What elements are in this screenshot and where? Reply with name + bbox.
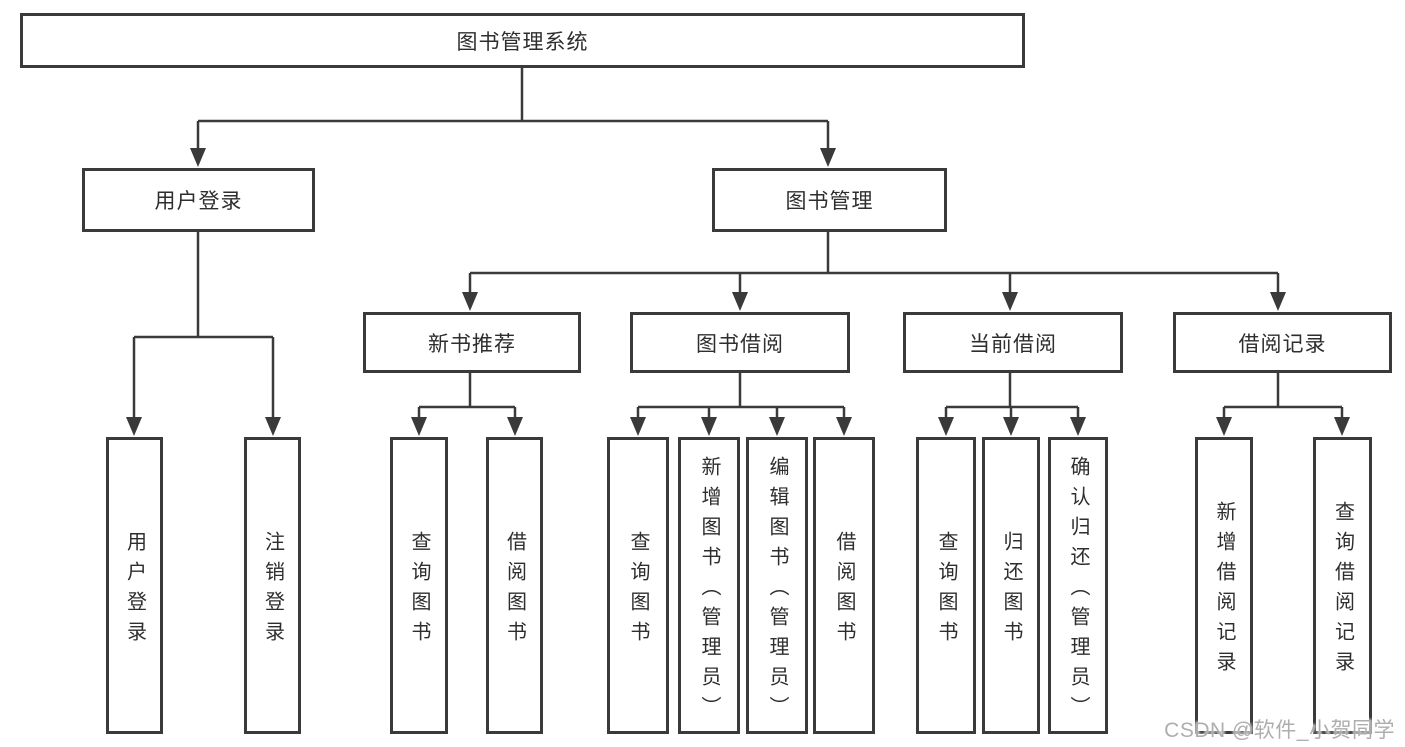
node-new-book-recommendation: 新书推荐	[363, 312, 581, 373]
leaf-label: 用户登录	[123, 530, 146, 651]
node-label: 借阅记录	[1238, 332, 1327, 356]
leaf-label: 查询图书	[408, 530, 430, 651]
node-user-login: 用户登录	[82, 168, 315, 232]
leaf-add-books-admin: 新增图书（管理员）	[678, 437, 740, 734]
leaf-query-borrow-record: 查询借阅记录	[1313, 437, 1372, 734]
leaf-label: 查询借阅记录	[1331, 500, 1354, 681]
node-label: 新书推荐	[428, 332, 516, 356]
leaf-edit-books-admin: 编辑图书（管理员）	[746, 437, 808, 734]
leaf-logout: 注销登录	[244, 437, 301, 734]
leaf-label: 归还图书	[1000, 530, 1022, 651]
leaf-add-borrow-record: 新增借阅记录	[1195, 437, 1253, 734]
node-label: 用户登录	[154, 190, 243, 213]
node-label: 当前借阅	[969, 332, 1057, 356]
leaf-query-books-3: 查询图书	[916, 437, 976, 734]
leaf-query-books-2: 查询图书	[607, 437, 669, 734]
node-label: 图书管理系统	[456, 30, 589, 54]
leaf-label: 查询图书	[935, 530, 957, 651]
node-label: 图书管理	[785, 190, 874, 213]
node-label: 图书借阅	[696, 332, 784, 356]
leaf-borrow-books-1: 借阅图书	[486, 437, 543, 734]
leaf-return-books: 归还图书	[982, 437, 1040, 734]
leaf-confirm-return-admin: 确认归还（管理员）	[1048, 437, 1108, 734]
node-book-management: 图书管理	[712, 168, 947, 232]
node-borrowing-records: 借阅记录	[1173, 312, 1392, 373]
leaf-label: 借阅图书	[503, 530, 526, 651]
leaf-label: 注销登录	[261, 530, 284, 651]
leaf-query-books-1: 查询图书	[390, 437, 448, 734]
leaf-label: 编辑图书（管理员）	[766, 455, 788, 726]
leaf-borrow-books-2: 借阅图书	[813, 437, 875, 734]
leaf-label: 借阅图书	[833, 530, 855, 651]
node-current-borrowing: 当前借阅	[903, 312, 1123, 373]
leaf-label: 确认归还（管理员）	[1067, 455, 1089, 726]
node-library-management-system: 图书管理系统	[20, 13, 1025, 68]
leaf-label: 新增图书（管理员）	[698, 455, 720, 726]
leaf-label: 新增借阅记录	[1213, 500, 1235, 681]
leaf-user-login: 用户登录	[106, 437, 163, 734]
node-book-borrowing: 图书借阅	[630, 312, 850, 373]
leaf-label: 查询图书	[627, 530, 649, 651]
csdn-watermark: CSDN @软件_小贺同学	[1164, 719, 1395, 742]
